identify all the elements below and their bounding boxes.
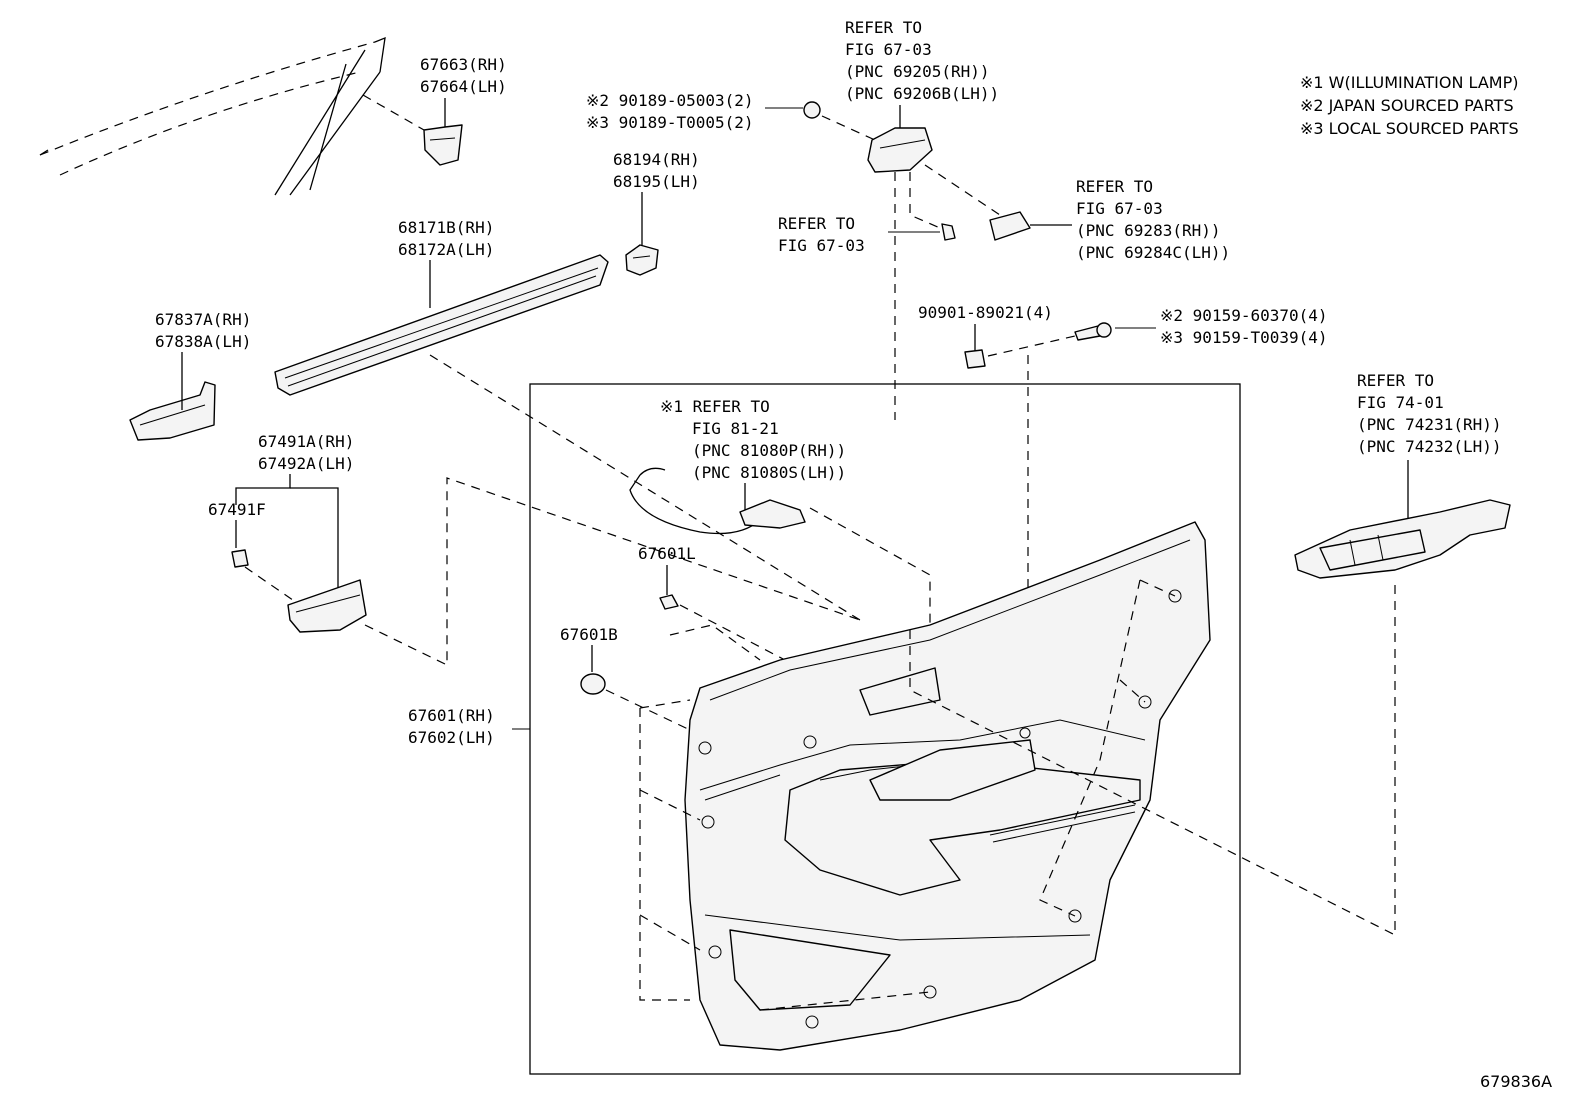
label-67601: 67601(RH): [408, 706, 495, 725]
ref-8121-line3: (PNC 81080P(RH)): [692, 441, 846, 460]
clip-68194: 68194(RH) 68195(LH): [613, 150, 700, 276]
ref-6703b-line2: FIG 67-03: [1076, 199, 1163, 218]
belt-moulding-68171: 68171B(RH) 68172A(LH): [274, 218, 861, 621]
label-67838: 67838A(LH): [155, 332, 251, 351]
note-1: ※1 W(ILLUMINATION LAMP): [1300, 73, 1518, 92]
note-2: ※2 JAPAN SOURCED PARTS: [1300, 96, 1514, 115]
label-90159-60370: ※2 90159-60370(4): [1160, 306, 1328, 325]
label-67491a: 67491A(RH): [258, 432, 354, 451]
refer-fig-74-01-switch: REFER TO FIG 74-01 (PNC 74231(RH)) (PNC …: [1294, 371, 1511, 935]
label-90901: 90901-89021(4): [918, 303, 1053, 322]
ref-6703a-line4: (PNC 69206B(LH)): [845, 84, 999, 103]
ref-6703b-line3: (PNC 69283(RH)): [1076, 221, 1221, 240]
label-67663: 67663(RH): [420, 55, 507, 74]
ref-6703a-line1: REFER TO: [845, 18, 922, 37]
ref-6703c-line2: FIG 67-03: [778, 236, 865, 255]
ref-7401-line4: (PNC 74232(LH)): [1357, 437, 1502, 456]
ref-6703a-line3: (PNC 69205(RH)): [845, 62, 990, 81]
label-67664: 67664(LH): [420, 77, 507, 96]
fasteners-90901-90159: 90901-89021(4) ※2 90159-60370(4) ※3 9015…: [918, 303, 1328, 735]
door-frame-outline: [39, 36, 386, 196]
label-68195: 68195(LH): [613, 172, 700, 191]
corner-cover-67663: 67663(RH) 67664(LH): [362, 55, 507, 166]
ref-7401-line1: REFER TO: [1357, 371, 1434, 390]
label-90159-T0039: ※3 90159-T0039(4): [1160, 328, 1328, 347]
ref-7401-line2: FIG 74-01: [1357, 393, 1444, 412]
label-67492a: 67492A(LH): [258, 454, 354, 473]
label-90189-T0005: ※3 90189-T0005(2): [586, 113, 754, 132]
label-67602: 67602(LH): [408, 728, 495, 747]
ref-6703a-line2: FIG 67-03: [845, 40, 932, 59]
refer-fig-67-03-bezel: REFER TO FIG 67-03 (PNC 69283(RH)) (PNC …: [989, 177, 1230, 262]
label-68194: 68194(RH): [613, 150, 700, 169]
note-3: ※3 LOCAL SOURCED PARTS: [1300, 119, 1519, 138]
label-68172: 68172A(LH): [398, 240, 494, 259]
label-67601b: 67601B: [560, 625, 618, 644]
bracket-67837: 67837A(RH) 67838A(LH): [129, 310, 251, 441]
ref-6703b-line1: REFER TO: [1076, 177, 1153, 196]
ref-6703b-line4: (PNC 69284C(LH)): [1076, 243, 1230, 262]
clip-90189: ※2 90189-05003(2) ※3 90189-T0005(2): [586, 91, 876, 141]
figure-id: 679836A: [1480, 1072, 1552, 1091]
label-67491f: 67491F: [208, 500, 266, 519]
label-68171: 68171B(RH): [398, 218, 494, 237]
ref-6703c-line1: REFER TO: [778, 214, 855, 233]
door-trim-panel-67601: [639, 521, 1396, 1051]
label-67601-group: 67601(RH) 67602(LH): [408, 706, 530, 747]
handle-cover-67491: 67491A(RH) 67492A(LH) 67491F: [208, 432, 861, 666]
ref-7401-line3: (PNC 74231(RH)): [1357, 415, 1502, 434]
ref-8121-line2: FIG 81-21: [692, 419, 779, 438]
label-67601l: 67601L: [638, 544, 696, 563]
ref-8121-line1: ※1 REFER TO: [660, 397, 770, 416]
label-67837: 67837A(RH): [155, 310, 251, 329]
clip-67601l: 67601L: [638, 544, 786, 661]
refer-fig-67-03-screw: REFER TO FIG 67-03: [778, 214, 956, 255]
plug-67601b: 67601B: [560, 625, 691, 731]
ref-8121-line4: (PNC 81080S(LH)): [692, 463, 846, 482]
refer-fig-67-03-handle: REFER TO FIG 67-03 (PNC 69205(RH)) (PNC …: [845, 18, 1001, 420]
notes-legend: ※1 W(ILLUMINATION LAMP) ※2 JAPAN SOURCED…: [1300, 73, 1519, 138]
label-90189-05003: ※2 90189-05003(2): [586, 91, 754, 110]
